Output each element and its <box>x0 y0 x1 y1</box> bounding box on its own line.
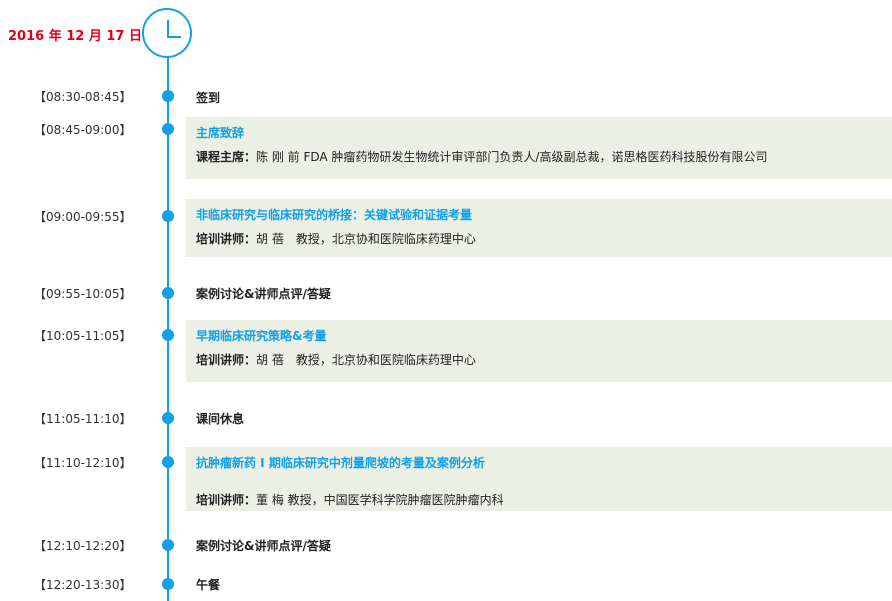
timeline-dot <box>162 578 174 590</box>
session-entry: 主席致辞 课程主席：陈 刚 前 FDA 肿瘤药物研发生物统计审评部门负责人/高级… <box>186 117 892 179</box>
session-time: 【11:10-12:10】 <box>34 456 132 470</box>
session-title: 案例讨论&讲师点评/答疑 <box>196 287 331 301</box>
session-speaker: 董 梅 教授，中国医学科学院肿瘤医院肿瘤内科 <box>256 493 504 507</box>
clock-hand-minute <box>167 36 181 38</box>
session-time: 【09:55-10:05】 <box>34 287 132 301</box>
session-detail: 培训讲师：胡 蓓 教授，北京协和医院临床药理中心 <box>196 230 882 247</box>
session-entry: 早期临床研究策略&考量 培训讲师：胡 蓓 教授，北京协和医院临床药理中心 <box>186 320 892 382</box>
session-time: 【08:30-08:45】 <box>34 90 132 104</box>
session-entry: 签到 <box>186 82 892 113</box>
session-time: 【10:05-11:05】 <box>34 329 132 343</box>
session-title: 课间休息 <box>196 412 245 426</box>
session-speaker: 胡 蓓 教授，北京协和医院临床药理中心 <box>256 232 476 246</box>
session-title: 签到 <box>196 91 221 105</box>
session-detail: 培训讲师：董 梅 教授，中国医学科学院肿瘤医院肿瘤内科 <box>196 491 882 508</box>
session-time: 【08:45-09:00】 <box>34 123 132 137</box>
session-role-label: 培训讲师： <box>196 493 257 507</box>
timeline-dot <box>162 539 174 551</box>
session-title: 抗肿瘤新药 I 期临床研究中剂量爬坡的考量及案例分析 <box>196 456 485 470</box>
session-title: 案例讨论&讲师点评/答疑 <box>196 539 331 553</box>
session-entry: 抗肿瘤新药 I 期临床研究中剂量爬坡的考量及案例分析 培训讲师：董 梅 教授，中… <box>186 447 892 511</box>
session-speaker: 陈 刚 前 FDA 肿瘤药物研发生物统计审评部门负责人/高级副总裁，诺思格医药科… <box>256 150 768 164</box>
timeline-dot <box>162 329 174 341</box>
session-detail: 课程主席：陈 刚 前 FDA 肿瘤药物研发生物统计审评部门负责人/高级副总裁，诺… <box>196 148 882 165</box>
session-entry: 案例讨论&讲师点评/答疑 <box>186 530 892 561</box>
session-detail: 培训讲师：胡 蓓 教授，北京协和医院临床药理中心 <box>196 351 882 368</box>
session-title: 午餐 <box>196 578 221 592</box>
agenda-date: 2016 年 12 月 17 日 <box>8 29 142 44</box>
timeline-dot <box>162 287 174 299</box>
timeline-dot <box>162 90 174 102</box>
session-title: 早期临床研究策略&考量 <box>196 329 327 343</box>
timeline-dot <box>162 210 174 222</box>
session-entry: 案例讨论&讲师点评/答疑 <box>186 278 892 309</box>
session-role-label: 培训讲师： <box>196 353 257 367</box>
session-entry: 非临床研究与临床研究的桥接：关键试验和证据考量 培训讲师：胡 蓓 教授，北京协和… <box>186 199 892 257</box>
clock-hand-hour <box>167 20 169 37</box>
session-speaker: 胡 蓓 教授，北京协和医院临床药理中心 <box>256 353 476 367</box>
session-role-label: 课程主席： <box>196 150 257 164</box>
session-time: 【11:05-11:10】 <box>34 412 132 426</box>
session-time: 【09:00-09:55】 <box>34 210 132 224</box>
session-entry: 课间休息 <box>186 403 892 434</box>
session-time: 【12:10-12:20】 <box>34 539 132 553</box>
session-title: 主席致辞 <box>196 126 245 140</box>
session-entry: 午餐 <box>186 569 892 600</box>
timeline-dot <box>162 456 174 468</box>
session-time: 【12:20-13:30】 <box>34 578 132 592</box>
session-role-label: 培训讲师： <box>196 232 257 246</box>
timeline-dot <box>162 123 174 135</box>
session-title: 非临床研究与临床研究的桥接：关键试验和证据考量 <box>196 208 473 222</box>
clock-icon <box>142 8 192 58</box>
timeline-dot <box>162 412 174 424</box>
